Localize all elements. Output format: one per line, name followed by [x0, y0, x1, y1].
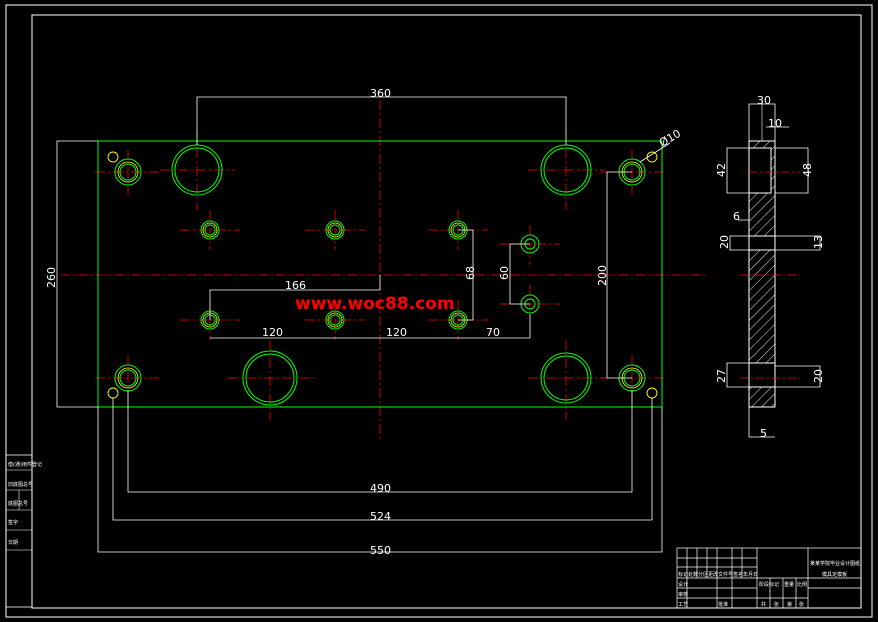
- side-dim-step: 10: [768, 117, 782, 130]
- title-sheet-label-2: 第: [787, 601, 792, 608]
- title-sheet-label-1: 张: [774, 601, 779, 608]
- title-block: [676, 547, 862, 609]
- side-stamp-row-2: 底图总号: [8, 500, 28, 507]
- dim-top-spacing: 360: [370, 87, 391, 100]
- dim-hole-diameter: Ø10: [657, 127, 683, 150]
- threaded-hole-accents: [202, 222, 466, 328]
- side-section: [740, 100, 800, 408]
- title-row-label-3: 更改文件号: [708, 571, 733, 578]
- dim-overall-height: 260: [45, 267, 58, 288]
- side-stamp-row-3: 签字: [8, 519, 18, 526]
- side-dim-bore-large: 48: [801, 163, 814, 177]
- side-dim-pin-dia-b: 13: [812, 235, 825, 249]
- side-dim-cbore-b: 20: [812, 369, 825, 383]
- title-sheet-label-3: 张: [799, 601, 804, 608]
- side-dim-pin-step: 6: [733, 210, 740, 223]
- title-part-name: 模具定模板: [822, 571, 847, 578]
- title-row-label-4: 签名: [733, 571, 743, 578]
- side-dim-bore-small: 42: [715, 163, 728, 177]
- centerlines: [60, 100, 705, 440]
- side-stamp: 借(通)用件登记 旧底图总号 底图总号 签字 日期: [5, 454, 42, 608]
- title-row-label-2: 分区: [698, 571, 708, 578]
- inner-frame: [31, 14, 862, 609]
- title-sheet-label-0: 共: [761, 601, 766, 608]
- title-row-label-1: 处数: [688, 571, 698, 578]
- side-stamp-row-0: 借(通)用件登记: [8, 461, 42, 468]
- side-dim-bottom: 5: [760, 427, 767, 440]
- guide-bushing-holes: [171, 144, 592, 406]
- title-stage-label-1: 重量: [784, 581, 794, 588]
- dim-pin-span: 524: [370, 510, 391, 523]
- side-dim-cbore: 27: [715, 369, 728, 383]
- title-lower-label-2: 工艺: [678, 602, 688, 608]
- title-row-label-5: 年月日: [743, 571, 758, 578]
- dim-bolt-span: 490: [370, 482, 391, 495]
- dim-overall-width: 550: [370, 544, 391, 557]
- dim-pitch-right: 120: [386, 326, 407, 339]
- side-stamp-row-4: 日期: [8, 540, 18, 546]
- title-school: 某某学院毕业设计图纸: [810, 560, 860, 567]
- title-stage-label-2: 比例: [797, 581, 807, 588]
- side-dim-pin-dia: 20: [718, 235, 731, 249]
- title-lower-label-0: 设计: [678, 581, 688, 588]
- title-stage-label-0: 阶段标记: [759, 581, 779, 588]
- dim-slot-height-a: 68: [464, 266, 477, 280]
- watermark: www.woc88.com: [295, 294, 455, 314]
- dimension-lines: [56, 96, 671, 553]
- side-dimension-lines: [726, 103, 821, 438]
- dim-left-slot-width: 166: [285, 279, 306, 292]
- side-stamp-row-1: 旧底图总号: [8, 481, 33, 488]
- dim-pitch-left: 120: [262, 326, 283, 339]
- outer-frame: [5, 4, 873, 618]
- dim-hole-height-span: 200: [596, 265, 609, 286]
- title-lower-label-1: 审核: [678, 591, 688, 598]
- title-lower-label-3: 批准: [718, 601, 728, 608]
- dim-slot-height-b: 60: [498, 266, 511, 280]
- title-row-label-0: 标记: [678, 571, 688, 578]
- side-dim-thickness: 30: [757, 94, 771, 107]
- plate-outline: [97, 140, 663, 408]
- dim-offset: 70: [486, 326, 500, 339]
